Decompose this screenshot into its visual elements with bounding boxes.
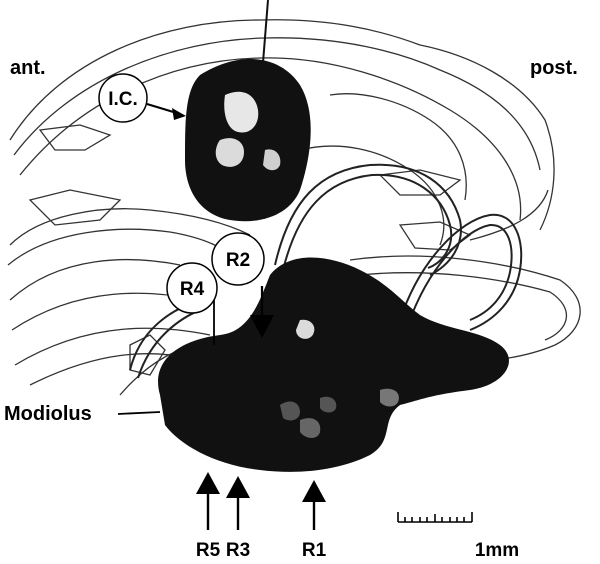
arrow-r3-head (226, 476, 250, 498)
circle-label-ic: I.C. (99, 74, 186, 122)
arrow-r5-head (196, 472, 220, 494)
arrow-r1-head (302, 480, 326, 502)
label-r1: R1 (302, 540, 327, 561)
pointer-modiolus (118, 412, 160, 414)
scale-bar (398, 512, 472, 522)
label-r2: R2 (226, 250, 250, 271)
label-r3: R3 (226, 540, 250, 561)
circle-label-r4: R4 (167, 263, 217, 345)
label-r5: R5 (196, 540, 221, 561)
arrowhead-ic (172, 108, 186, 120)
vestibular-mass (185, 0, 311, 221)
label-anterior: ant. (10, 57, 46, 79)
label-ic: I.C. (108, 89, 138, 110)
label-modiolus: Modiolus (4, 403, 92, 425)
arrow-r3: R3 (226, 476, 250, 561)
label-posterior: post. (530, 57, 578, 79)
arrow-r5: R5 (196, 472, 221, 561)
circle-label-r2: R2 (212, 233, 274, 338)
label-r4: R4 (180, 279, 205, 300)
arrow-r1: R1 (302, 480, 327, 561)
label-scale: 1mm (475, 540, 519, 561)
